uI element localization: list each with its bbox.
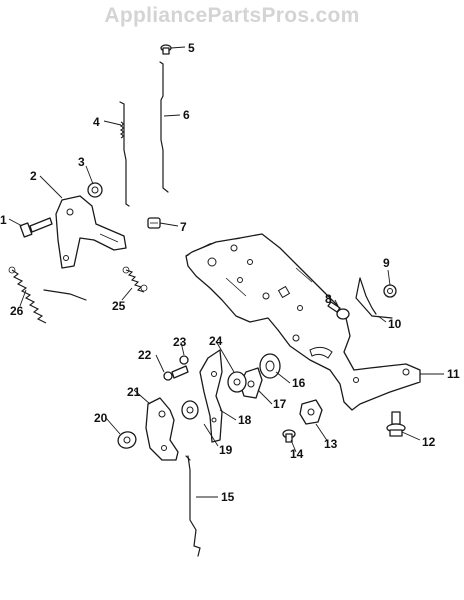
callout-3: 3 [78, 155, 85, 169]
callout-1: 1 [0, 213, 7, 227]
callout-11: 11 [447, 367, 460, 381]
part-washer-24 [227, 371, 247, 393]
part-washer-19 [181, 400, 199, 420]
part-nut-3 [87, 182, 103, 198]
callout-8: 8 [325, 292, 332, 306]
callout-6: 6 [183, 108, 190, 122]
part-clip-7 [147, 217, 161, 229]
part-spring-26 [8, 266, 87, 324]
part-screw-8 [327, 301, 350, 320]
part-wire-10 [355, 277, 393, 319]
part-clip-13 [299, 399, 323, 425]
callout-25: 25 [112, 299, 126, 313]
callout-2: 2 [30, 169, 37, 183]
callout-24: 24 [209, 334, 223, 348]
callout-14: 14 [290, 447, 304, 461]
callout-17: 17 [273, 397, 287, 411]
callout-23: 23 [173, 335, 187, 349]
callout-4: 4 [93, 115, 100, 129]
callout-19: 19 [219, 443, 233, 457]
part-lever-2 [55, 195, 127, 269]
part-bolt-1 [19, 217, 53, 238]
callout-22: 22 [138, 348, 152, 362]
callout-16: 16 [292, 376, 306, 390]
part-spring-25 [122, 266, 148, 293]
part-bolt-12 [386, 411, 406, 437]
callout-21: 21 [127, 385, 141, 399]
callout-12: 12 [422, 435, 436, 449]
callout-18: 18 [238, 413, 252, 427]
callout-13: 13 [324, 437, 338, 451]
part-nut-9 [383, 284, 397, 298]
part-washer-23 [179, 355, 189, 365]
part-bolt-22 [163, 365, 189, 381]
part-rod-6 [159, 61, 169, 193]
watermark-text: AppliancePartsPros.com [104, 4, 360, 27]
callout-5: 5 [188, 41, 195, 55]
part-washer-20 [117, 431, 137, 449]
callout-10: 10 [388, 317, 402, 331]
callout-labels: 1 2 3 4 5 6 7 8 9 10 11 12 13 14 15 16 1… [0, 41, 460, 504]
callout-9: 9 [383, 256, 390, 270]
part-bracket-11 [185, 233, 421, 411]
callout-26: 26 [10, 304, 24, 318]
part-lever-18 [199, 349, 223, 443]
callout-7: 7 [180, 220, 187, 234]
part-lever-21 [145, 397, 179, 461]
leader-lines [8, 46, 444, 498]
part-washer-16 [259, 353, 281, 379]
part-link-4 [119, 101, 130, 207]
part-rod-15 [185, 455, 201, 557]
callout-15: 15 [221, 490, 235, 504]
part-screw-5 [160, 44, 172, 55]
part-screw-14 [282, 429, 296, 443]
callout-20: 20 [94, 411, 108, 425]
